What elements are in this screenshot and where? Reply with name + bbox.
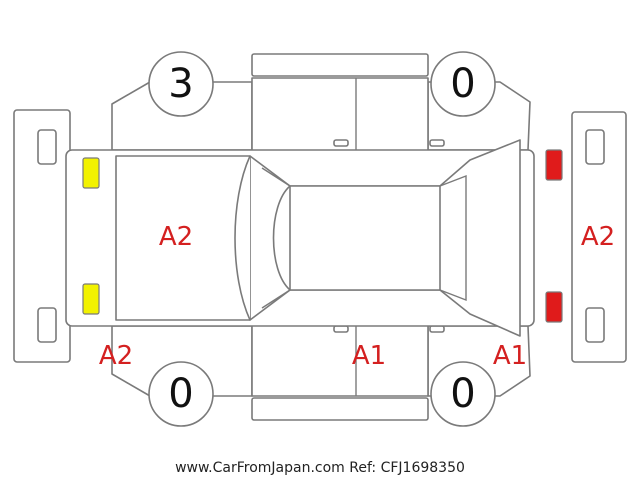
- footer-reference: www.CarFromJapan.com Ref: CFJ1698350: [175, 460, 465, 476]
- car-body-top-view: [65, 139, 535, 337]
- car-side-bottom: [111, 319, 531, 421]
- tire-front-left-value: 3: [168, 61, 193, 107]
- damage-rear-bumper: A2: [581, 222, 615, 252]
- taillight-bottom: [545, 291, 563, 323]
- front-bumper: [13, 109, 71, 363]
- tire-rear-right-value: 0: [450, 371, 475, 417]
- damage-rear-left-door: A1: [352, 341, 386, 371]
- rear-bumper: [571, 111, 627, 363]
- tire-rear-left: 0: [148, 361, 214, 427]
- tire-rear-left-value: 0: [168, 371, 193, 417]
- headlight-top: [82, 157, 100, 189]
- tire-rear-right: 0: [430, 361, 496, 427]
- headlight-bottom: [82, 283, 100, 315]
- damage-front-left-panel: A2: [159, 222, 193, 252]
- tire-front-left: 3: [148, 51, 214, 117]
- damage-rear-quarter: A1: [493, 341, 527, 371]
- taillight-top: [545, 149, 563, 181]
- tire-front-right-value: 0: [450, 61, 475, 107]
- tire-front-right: 0: [430, 51, 496, 117]
- damage-front-bumper-corner: A2: [99, 341, 133, 371]
